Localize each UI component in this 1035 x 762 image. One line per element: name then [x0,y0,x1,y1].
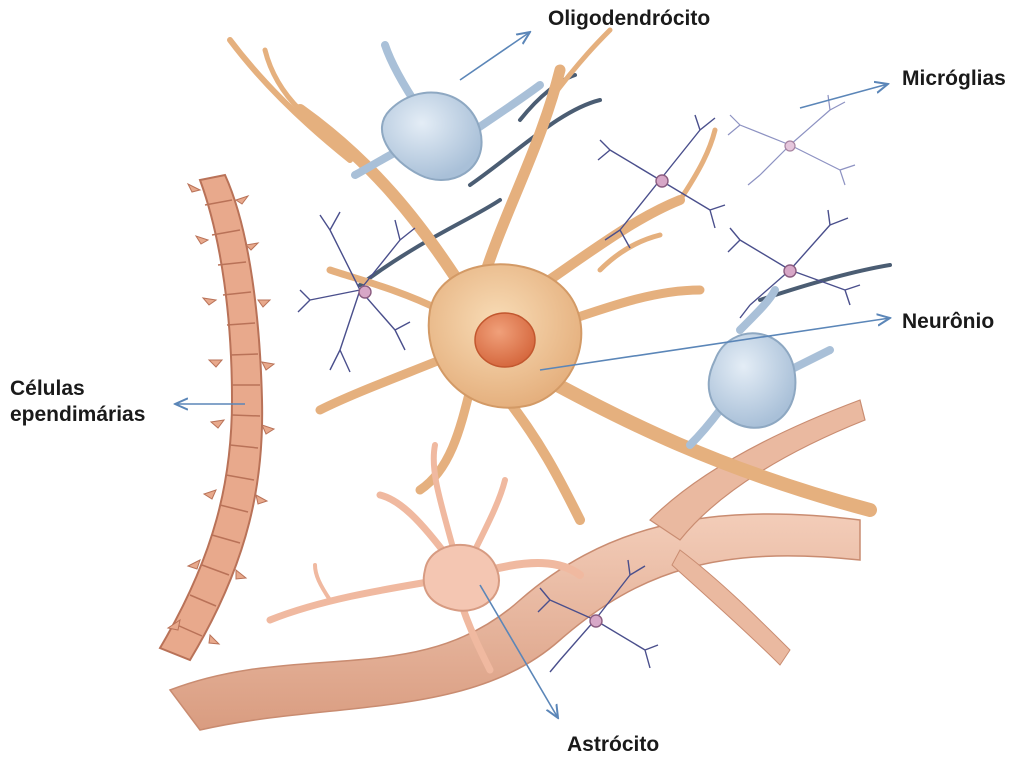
microglia-arrow [800,84,888,108]
microglia-label: Micróglias [902,66,1006,92]
ependymal-cells-label: Células ependimárias [10,376,200,428]
ependymal-label-line1: Células [10,376,200,402]
oligodendrocyte-top [355,45,540,180]
oligodendrocyte-label: Oligodendrócito [548,6,710,32]
oligodendrocyte-arrow [460,32,530,80]
astrocyte-label: Astrócito [567,732,659,758]
neuron-label: Neurônio [902,309,994,335]
microglia-right [728,210,860,318]
ependymal-label-line2: ependimárias [10,402,200,428]
microglia-far-right [728,95,855,185]
